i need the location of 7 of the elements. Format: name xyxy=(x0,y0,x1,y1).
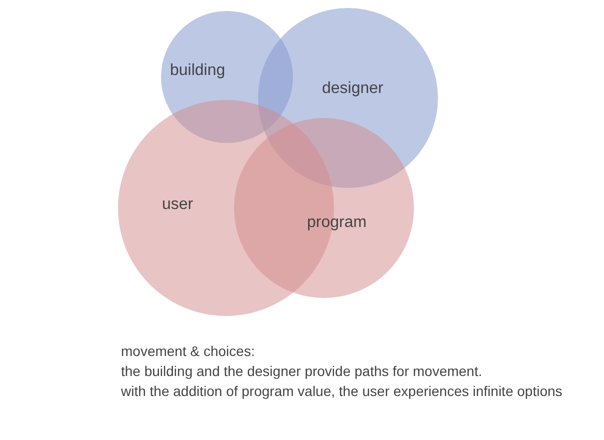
circle-label: program xyxy=(307,214,367,232)
note-text: the building and the designer provide paths for movement. xyxy=(121,362,484,381)
circle-label: designer xyxy=(322,80,384,98)
circle-label: user xyxy=(162,196,194,214)
heading-text: movement & choices: xyxy=(121,342,256,361)
note-text: with the addition of program value, the user experiences infinite options xyxy=(121,382,564,401)
circle-label: building xyxy=(170,62,226,80)
